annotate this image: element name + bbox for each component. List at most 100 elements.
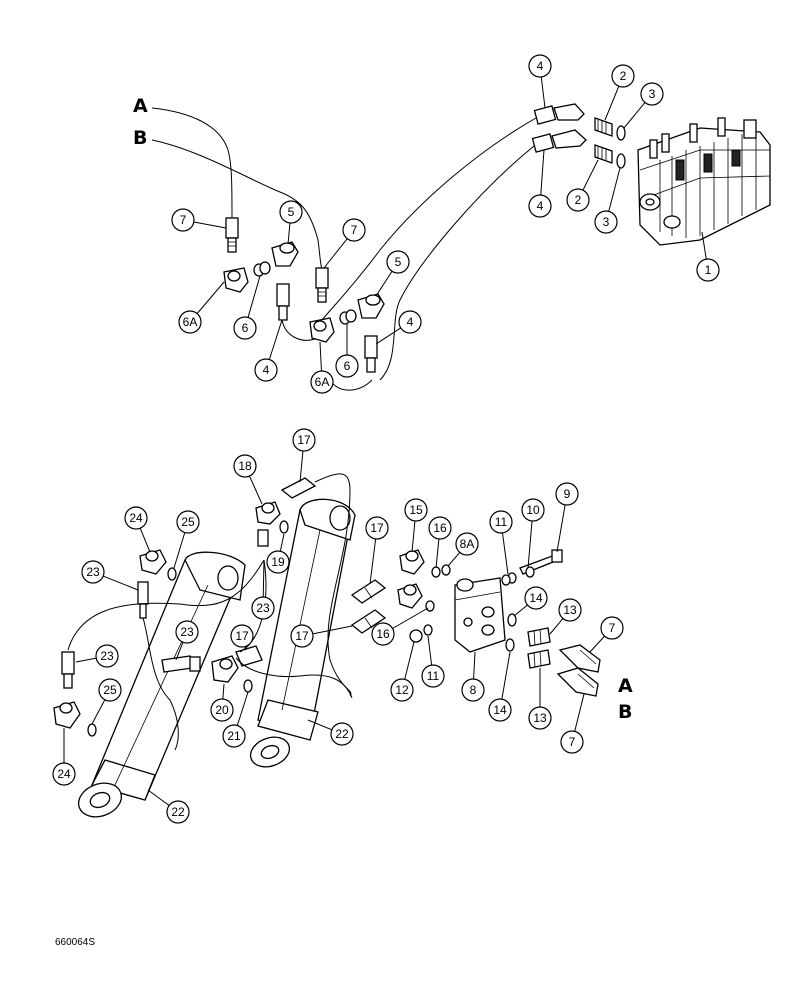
callout-leader [196,281,225,314]
callout-leader [623,102,646,129]
callout-number: 7 [180,213,187,227]
callout-leader [249,475,263,505]
callout-circle [230,624,254,648]
callout-circle [124,506,148,530]
control-valve [637,117,771,246]
callout-circle [98,678,122,702]
callout-leader [91,699,106,725]
callout-circle [292,428,316,452]
callout-leader [411,520,416,553]
hose-line [329,379,373,391]
callout-circle [560,730,584,754]
callout-circle [178,310,202,334]
callout-leader [501,651,511,700]
callout-number: 25 [181,515,195,529]
callout-leader [540,76,546,109]
callout-leader [323,238,348,269]
callout-number: 5 [395,255,402,269]
callout-leader [582,159,599,191]
callout-leader [193,221,227,229]
callout-circle [558,598,582,622]
callout-number: 4 [537,199,544,213]
callout-layer: 12233444455666A6A777788A9101111121313141… [52,54,720,824]
callout-circle [233,454,257,478]
o-ring [423,624,433,636]
callout-number: 1 [705,263,712,277]
callout-circle [566,188,590,212]
callout-leader [287,222,291,245]
callout-number: 6 [242,321,249,335]
callout-leader [268,319,283,360]
elbow-fitting [397,549,425,609]
callout-number: 4 [537,59,544,73]
callout-circle [528,194,552,218]
callout-circle [390,678,414,702]
callout-leader [139,527,151,553]
lower-assembly: A B [53,473,633,818]
callout-number: 2 [575,193,582,207]
callout-circle [279,200,303,224]
callout-circle [290,624,314,648]
callout-leader [369,538,377,585]
callout-number: 15 [409,503,423,517]
callout-number: 23 [256,601,270,615]
adapter-fitting [527,627,551,669]
callout-leader [447,551,461,567]
callout-circle [81,560,105,584]
callout-circle [222,724,246,748]
callout-circle [175,620,199,644]
callout-circle [233,316,257,340]
callout-leader [173,532,186,569]
callout-number: 22 [171,805,185,819]
hydraulic-cylinder [77,551,246,818]
callout-number: 21 [227,729,241,743]
callout-leader [247,275,261,318]
callout-number: 8A [460,537,475,551]
callout-number: 23 [180,625,194,639]
callout-circle [640,82,664,106]
callout-circle [330,722,354,746]
o-ring [279,520,289,534]
callout-leader [299,450,304,483]
callout-circle [210,698,234,722]
callout-leader [236,691,249,726]
callout-circle [461,678,485,702]
callout-number: 13 [533,711,547,725]
callout-leader [473,651,476,680]
hose-end-fitting [61,581,201,689]
callout-circle [528,706,552,730]
o-ring [87,723,97,737]
bolt [501,549,563,586]
callout-number: 22 [335,727,349,741]
callout-leader [404,641,415,680]
upper-assembly: A B [133,95,771,391]
hose-line [281,319,319,341]
callout-number: 9 [564,487,571,501]
callout-number: 11 [495,515,508,529]
callout-number: 5 [288,205,295,219]
port-label-b: B [133,127,147,149]
callout-circle [52,762,76,786]
elbow-fitting [271,241,385,319]
callout-number: 14 [493,703,507,717]
hose-line [67,559,265,651]
callout-number: 6A [315,375,330,389]
callout-leader [556,504,566,553]
callout-leader [392,607,429,629]
callout-leader [513,604,528,617]
callout-circle [421,664,445,688]
callout-circle [489,510,513,534]
callout-number: 19 [271,555,285,569]
hose-line [142,617,179,751]
callout-leader [574,693,585,732]
callout-circle [342,218,366,242]
callout-circle [398,310,422,334]
nut [441,564,451,576]
hose-line [151,139,323,271]
callout-number: 7 [351,223,358,237]
hose-end-fitting [276,283,378,373]
callout-leader [604,85,620,121]
callout-number: 6A [183,315,198,329]
callout-leader [262,559,265,598]
elbow-fitting [255,501,281,547]
